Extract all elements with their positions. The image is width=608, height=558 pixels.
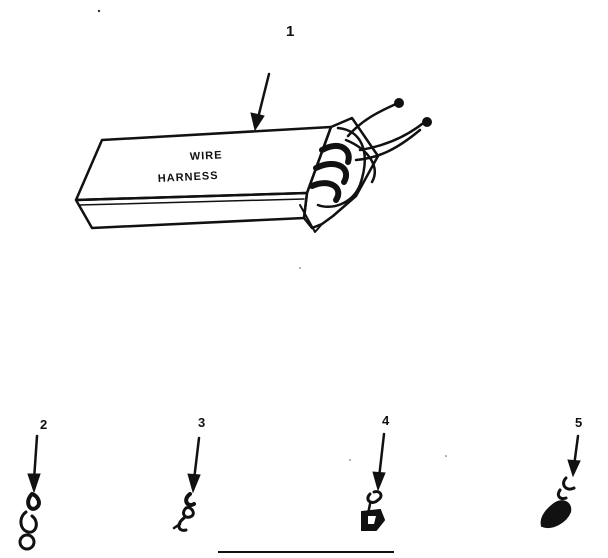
speck	[299, 267, 301, 269]
harness-label-line2: HARNESS	[158, 170, 219, 185]
callout-4: 4	[382, 413, 390, 428]
ring-terminal-icon	[18, 492, 41, 551]
harness-box	[74, 116, 380, 233]
leader-arrow-1	[250, 72, 271, 132]
callout-3: 3	[198, 415, 205, 430]
terminal-part-2: 2	[18, 417, 47, 551]
callout-2: 2	[40, 417, 47, 432]
speck	[349, 459, 351, 461]
hook-terminal-icon	[172, 492, 196, 532]
leader-arrow-5	[567, 434, 581, 478]
flag-terminal-icon	[540, 476, 576, 528]
spade-terminal-icon	[361, 490, 386, 531]
wire-harness-part: 1	[74, 23, 432, 233]
leader-arrow-3	[187, 436, 201, 494]
terminal-part-3: 3	[172, 415, 205, 532]
speck	[97, 9, 101, 13]
terminal-part-4: 4	[361, 413, 390, 531]
harness-label-line1: WIRE	[190, 149, 223, 163]
callout-5: 5	[575, 415, 582, 430]
speck	[445, 455, 447, 457]
leader-arrow-2	[27, 434, 41, 494]
terminal-part-5: 5	[540, 415, 582, 528]
harness-wires	[309, 98, 432, 209]
leader-arrow-4	[372, 432, 386, 492]
callout-1: 1	[286, 23, 294, 40]
